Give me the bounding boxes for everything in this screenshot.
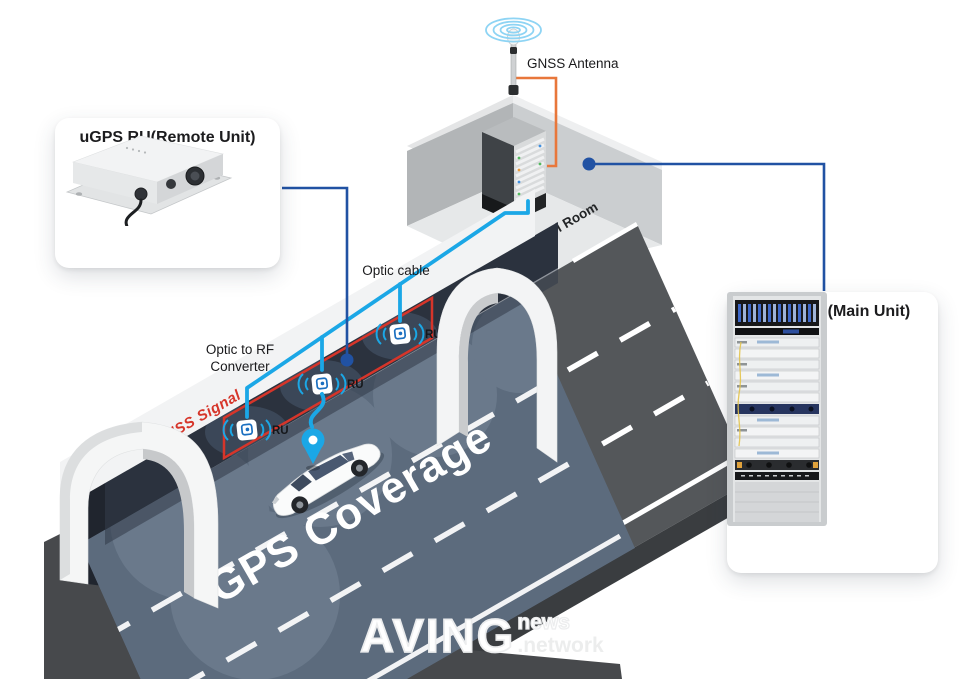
antenna-signal-rings (485, 17, 542, 43)
mu-rack-panel-lines (735, 491, 819, 513)
optic-cable-label: Optic cable (362, 263, 430, 278)
remote-units: RU RU RU (222, 323, 442, 441)
tunnel-arch-left (59, 421, 219, 609)
gnss-antenna-label: GNSS Antenna (527, 56, 619, 71)
mu-rack-dark-unit-1 (735, 460, 819, 470)
car-wheel-front-hub (296, 501, 304, 509)
mu-rack-slats (734, 337, 820, 459)
pin-center-dot (308, 435, 318, 445)
optic-to-rf-label-line2: Converter (210, 359, 270, 374)
ru-connector-large-inner (190, 171, 200, 181)
mu-rack-dash-row (741, 475, 809, 477)
mu-rack-navy-ports (749, 406, 814, 412)
tunnel-top-band-face (60, 189, 535, 509)
mu-rack-orange-tab-left (737, 462, 742, 468)
mu-rack-black-strip (735, 328, 819, 335)
optic-cable-main (245, 199, 530, 419)
car-headlight (271, 496, 280, 505)
ru-pointer (282, 186, 354, 367)
ru-pointer-line (282, 186, 349, 355)
rack-slat-leds (517, 144, 542, 196)
mu-rack-cards (738, 304, 816, 322)
mu-rack-yellow-cable (737, 341, 742, 447)
mu-pointer-dot (582, 157, 596, 171)
ru-signal-arcs (375, 323, 425, 345)
mu-rack-orange-tab-right (813, 462, 818, 468)
mu-pointer-line (589, 162, 826, 291)
antenna-band (510, 47, 517, 54)
car-side-window (308, 454, 349, 481)
antenna-base (508, 85, 519, 95)
mu-rack-top-unit (735, 300, 819, 326)
ru-glyph-dot (320, 381, 325, 386)
mu-rack-photo (727, 292, 827, 526)
car-rear-window (342, 451, 355, 462)
position-pin-group (301, 392, 326, 471)
car-wheel-rear-hub (355, 464, 363, 472)
optic-to-rf-label-line1: Optic to RF (206, 342, 274, 357)
antenna-cable (516, 76, 558, 168)
mu-rack-display (783, 329, 799, 334)
mu-rack-dark-ports (746, 462, 812, 468)
arch-right-inner-shade (459, 293, 498, 437)
ru-connector-small (166, 179, 176, 189)
rack-top-face (482, 117, 546, 146)
pin-shadow (306, 465, 320, 471)
ru-device-vents (125, 146, 147, 154)
ru-glyph (240, 423, 254, 436)
road-line-dash-1 (566, 306, 677, 373)
ru-pigtail-cable (124, 198, 143, 226)
mu-pointer (582, 157, 826, 291)
ru-glyph (315, 377, 329, 390)
control-room-wall-top-left (407, 95, 524, 151)
pin-tail (303, 446, 323, 464)
ru-signal-arcs (297, 373, 347, 395)
control-room-wall-right (513, 103, 662, 245)
ru-label: RU (272, 425, 289, 437)
ru-panel-title: uGPS RU(Remote Unit) (79, 129, 256, 146)
gnss-signal-zone-box (222, 295, 434, 461)
road-markings-tunnel (98, 373, 622, 679)
arch-left-inner-shade (143, 449, 194, 598)
ru-glyph-dot (245, 427, 250, 432)
optic-cable-lines (245, 199, 530, 419)
tunnel-line-near-solid (168, 533, 622, 679)
car-windshield (290, 474, 312, 492)
tunnel-road-surface (80, 291, 635, 679)
remote-unit-1: RU (222, 419, 289, 441)
ru-device-photo (65, 135, 233, 226)
tunnel-line-dash-2 (138, 459, 574, 679)
ru-glyph (393, 327, 407, 340)
ru-signal-arcs (222, 419, 272, 441)
ru-label: RU (347, 379, 364, 391)
remote-unit-3: RU (375, 323, 442, 345)
ru-glyph-dot (398, 331, 403, 336)
ru-panel: uGPS RU(Remote Unit) (55, 118, 280, 268)
car (271, 443, 385, 519)
control-room-wall-top-right (513, 95, 662, 171)
tunnel-arch-right (436, 267, 558, 463)
ru-flange-hole-left (75, 192, 83, 196)
ru-connector-front (134, 187, 148, 201)
ru-pointer-dot (340, 353, 354, 367)
road-line-far-solid (571, 222, 639, 263)
arch-left-outer-face (60, 422, 142, 580)
pin-cable-squiggle (308, 392, 326, 429)
tunnel-line-dash-1 (98, 373, 562, 643)
gnss-antenna (485, 17, 542, 95)
remote-unit-2: RU (297, 373, 364, 395)
mu-panel: uGPS MU(Main Unit) (727, 292, 938, 573)
